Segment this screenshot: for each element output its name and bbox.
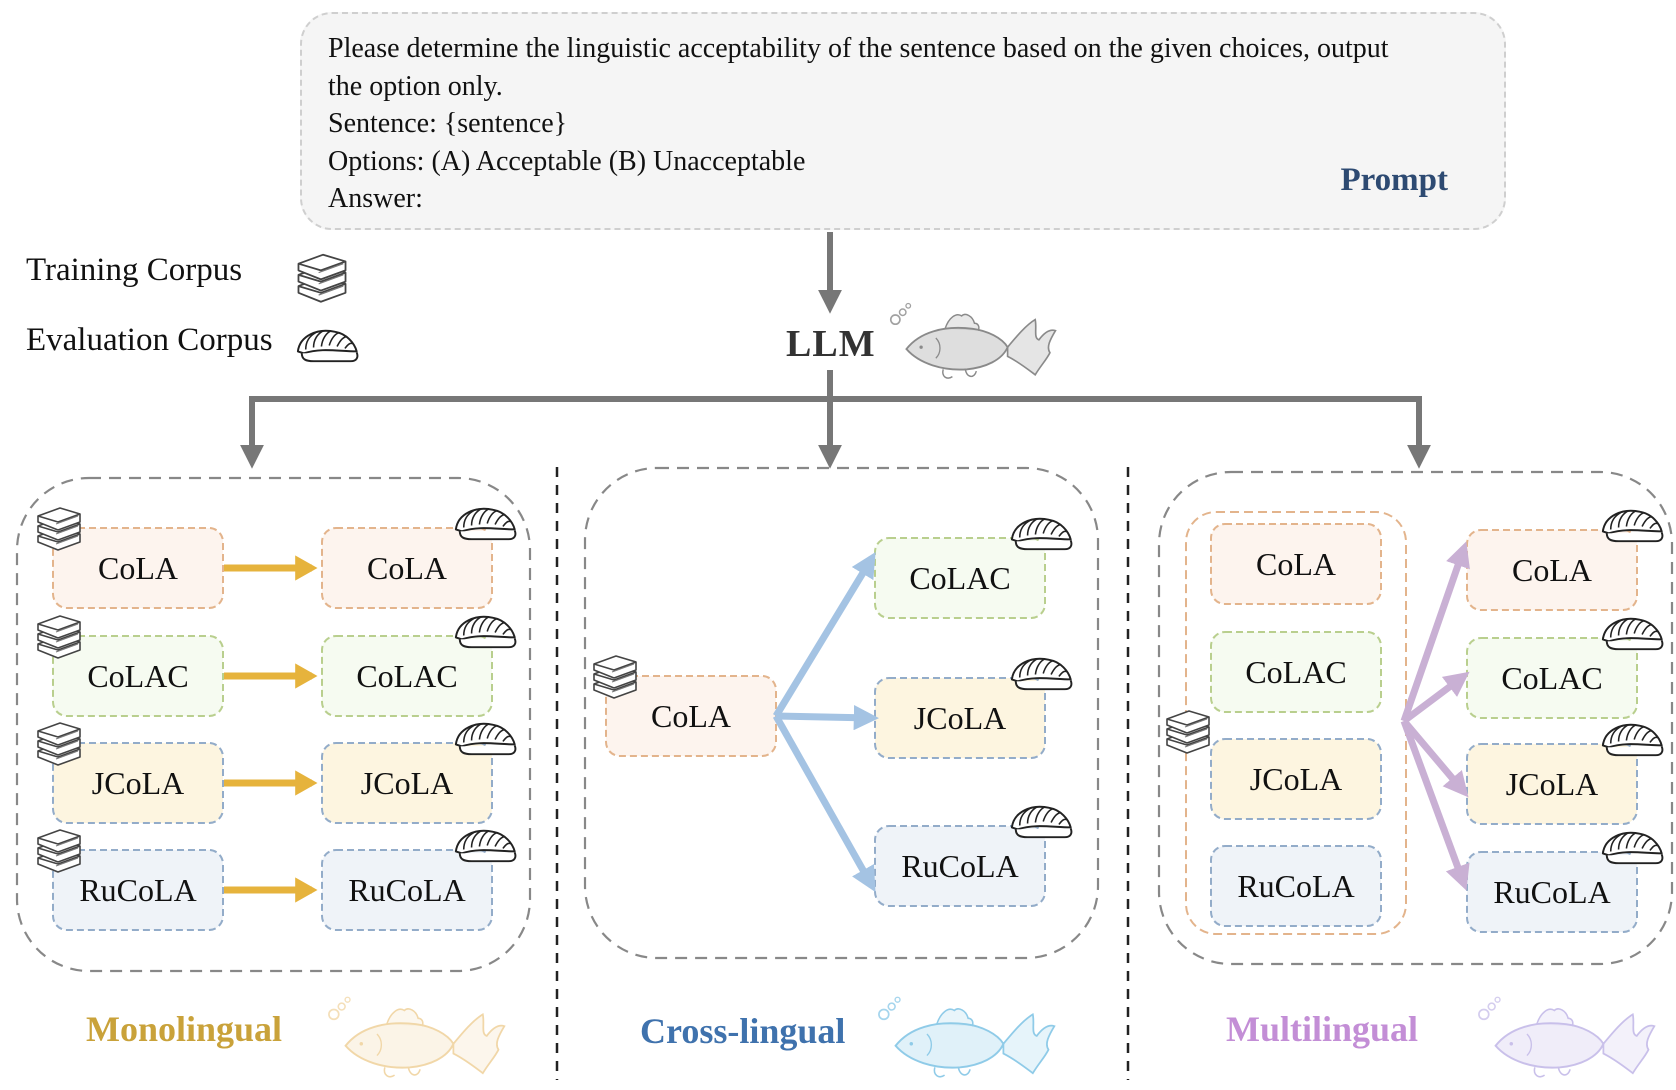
multilingual-arrow: [1401, 671, 1470, 724]
multilingual-eval-box-colac: [1466, 637, 1638, 719]
monolingual-train-box-jcola: [52, 742, 224, 824]
crosslingual-container: [583, 466, 1100, 960]
multilingual-train-box-jcola: [1210, 738, 1382, 820]
multilingual-eval-label-colac: CoLAC: [1501, 660, 1603, 696]
multilingual-eval-label-jcola: JCoLA: [1505, 766, 1599, 802]
multilingual-eval-label-rucola: RuCoLA: [1493, 874, 1611, 910]
sushi-icon: [1601, 723, 1664, 757]
prompt-box: Please determine the linguistic acceptab…: [300, 12, 1506, 230]
monolingual-eval-label-cola: CoLA: [367, 550, 447, 586]
crosslingual-eval-label-jcola: JCoLA: [913, 700, 1007, 736]
monolingual-eval-label-colac: CoLAC: [356, 658, 458, 694]
crosslingual-eval-box-rucola: [874, 825, 1046, 907]
crosslingual-train-label-cola: CoLA: [651, 698, 731, 734]
sushi-icon: [454, 615, 517, 649]
crosslingual-eval-box-jcola: [874, 677, 1046, 759]
books-stack-icon: [37, 829, 81, 873]
crosslingual-arrow: [772, 714, 876, 893]
monolingual-train-label-rucola: RuCoLA: [79, 872, 197, 908]
llm-goldfish-icon: [889, 302, 1057, 380]
llm-branch-connector: [249, 370, 1422, 469]
sushi-icon: [1010, 517, 1073, 551]
sushi-icon: [1601, 831, 1664, 865]
prompt-line: Please determine the linguistic acceptab…: [328, 33, 1389, 64]
prompt-line: the option only.: [328, 70, 503, 102]
monolingual-eval-label-rucola: RuCoLA: [348, 872, 466, 908]
multilingual-train-label-rucola: RuCoLA: [1237, 868, 1355, 904]
legend-evaluation-label: Evaluation Corpus: [26, 322, 273, 358]
sushi-icon: [454, 722, 517, 756]
multilingual-title: Multilingual: [1226, 1009, 1419, 1049]
books-stack-icon: [37, 722, 81, 766]
multilingual-train-box-colac: [1210, 631, 1382, 713]
monolingual-train-box-cola: [52, 527, 224, 609]
monolingual-eval-label-jcola: JCoLA: [360, 765, 454, 801]
sushi-icon: [1601, 617, 1664, 651]
monolingual-eval-box-colac: [321, 635, 493, 717]
crosslingual-title: Cross-lingual: [640, 1011, 846, 1051]
legend-sushi-icon: [296, 329, 359, 363]
sushi-icon: [454, 507, 517, 541]
multilingual-arrow: [1401, 718, 1469, 798]
multilingual-eval-box-cola: [1466, 529, 1638, 611]
multilingual-container: [1157, 470, 1674, 966]
legend-training-label: Training Corpus: [26, 252, 243, 288]
multilingual-train-box-rucola: [1210, 845, 1382, 927]
multilingual-eval-box-jcola: [1466, 743, 1638, 825]
multilingual-eval-box-rucola: [1466, 851, 1638, 933]
sushi-icon: [454, 829, 517, 863]
crosslingual-eval-label-rucola: RuCoLA: [901, 848, 1019, 884]
prompt-text: Please determine the linguistic acceptab…: [328, 30, 1389, 218]
books-stack-icon: [593, 655, 637, 699]
monolingual-train-label-colac: CoLAC: [87, 658, 189, 694]
multilingual-eval-label-cola: CoLA: [1512, 552, 1592, 588]
prompt-label: Prompt: [1340, 162, 1448, 198]
sushi-icon: [1010, 805, 1073, 839]
crosslingual-goldfish-icon: [877, 996, 1056, 1078]
legend-books-stack-icon: [297, 253, 347, 303]
monolingual-container: [15, 476, 532, 973]
books-stack-icon: [1166, 710, 1210, 754]
monolingual-eval-box-jcola: [321, 742, 493, 824]
monolingual-eval-box-cola: [321, 527, 493, 609]
monolingual-train-label-cola: CoLA: [98, 550, 178, 586]
prompt-line: Sentence: {sentence}: [328, 108, 568, 139]
monolingual-train-box-colac: [52, 635, 224, 717]
multilingual-train-label-cola: CoLA: [1256, 546, 1336, 582]
monolingual-eval-box-rucola: [321, 849, 493, 931]
monolingual-train-label-jcola: JCoLA: [91, 765, 185, 801]
crosslingual-eval-label-colac: CoLAC: [909, 560, 1011, 596]
multilingual-arrow: [1400, 719, 1470, 891]
crosslingual-arrow: [773, 552, 876, 718]
monolingual-goldfish-icon: [327, 996, 506, 1078]
multilingual-train-label-colac: CoLAC: [1245, 654, 1347, 690]
multilingual-train-label-jcola: JCoLA: [1249, 761, 1343, 797]
books-stack-icon: [37, 615, 81, 659]
sushi-icon: [1601, 509, 1664, 543]
multilingual-goldfish-icon: [1477, 996, 1656, 1078]
llm-label: LLM: [786, 323, 876, 365]
monolingual-train-box-rucola: [52, 849, 224, 931]
crosslingual-eval-box-colac: [874, 537, 1046, 619]
prompt-line: Answer:: [328, 183, 423, 214]
prompt-line: Options: (A) Acceptable (B) Unacceptable: [328, 145, 806, 177]
sushi-icon: [1010, 657, 1073, 691]
crosslingual-arrow: [775, 705, 879, 731]
multilingual-arrow: [1400, 541, 1470, 723]
multilingual-train-box-cola: [1210, 523, 1382, 605]
books-stack-icon: [37, 507, 81, 551]
monolingual-title: Monolingual: [86, 1009, 283, 1049]
